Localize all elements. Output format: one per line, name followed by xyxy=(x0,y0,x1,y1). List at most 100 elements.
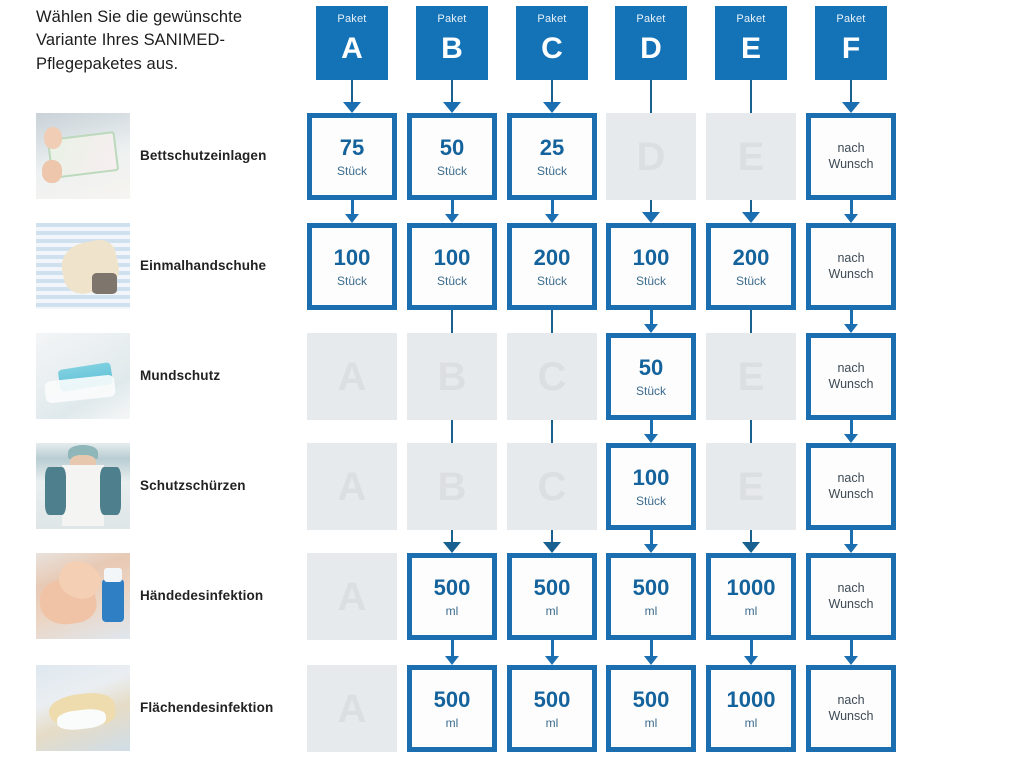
connector-stub-d-2 xyxy=(649,310,653,324)
arrow-a-1 xyxy=(345,214,359,223)
arrow-f-header xyxy=(842,102,860,113)
cell-unit: Stück xyxy=(635,273,666,288)
cell-e-row3-inactive: E xyxy=(706,333,796,420)
cell-wish-label: nach Wunsch xyxy=(828,692,874,723)
row-label-2: Einmalhandschuhe xyxy=(140,257,267,273)
cell-unit: Stück xyxy=(536,273,567,288)
arrow-d-4 xyxy=(644,544,658,553)
cell-wish-label: nach Wunsch xyxy=(828,360,874,391)
package-header-letter: A xyxy=(341,32,363,65)
arrow-e-5 xyxy=(744,656,758,665)
cell-quantity: 200 xyxy=(533,244,571,270)
connector-line-c-2 xyxy=(551,310,553,542)
arrow-b-1 xyxy=(445,214,459,223)
cell-a-row6-inactive: A xyxy=(307,665,397,752)
cell-unit: Stück xyxy=(336,273,367,288)
cell-quantity: 500 xyxy=(433,574,471,600)
package-header-word: Paket xyxy=(736,13,766,25)
cell-ghost-letter: E xyxy=(737,134,765,179)
cell-wish-label: nach Wunsch xyxy=(828,580,874,611)
cell-unit: ml xyxy=(445,715,459,730)
cell-unit: Stück xyxy=(735,273,766,288)
intro-instruction-text: Wählen Sie die gewünschte Variante Ihres… xyxy=(36,8,243,73)
connector-stub-b-1 xyxy=(450,200,454,214)
connector-stub-b-5 xyxy=(450,640,454,656)
cell-a-row4-inactive: A xyxy=(307,443,397,530)
cell-ghost-letter: D xyxy=(636,134,666,179)
arrow-c-header xyxy=(543,102,561,113)
cell-c-row4-inactive: C xyxy=(507,443,597,530)
arrow-e-2 xyxy=(742,542,760,553)
surface-disinfection-photo xyxy=(36,665,130,751)
cell-unit: Stück xyxy=(436,163,467,178)
connector-stub-f-2 xyxy=(849,310,853,324)
package-header-word: Paket xyxy=(836,13,866,25)
cell-ghost-letter: E xyxy=(737,354,765,399)
cell-quantity: 500 xyxy=(533,686,571,712)
cell-quantity: 50 xyxy=(439,134,465,160)
arrow-f-4 xyxy=(844,544,858,553)
cell-f-row6[interactable]: nach Wunsch xyxy=(806,665,896,752)
cell-f-row2[interactable]: nach Wunsch xyxy=(806,223,896,310)
cell-quantity: 1000 xyxy=(726,686,776,712)
arrow-d-2 xyxy=(644,324,658,333)
cell-f-row4[interactable]: nach Wunsch xyxy=(806,443,896,530)
protective-apron-photo-inner xyxy=(36,443,130,529)
cell-unit: ml xyxy=(445,603,459,618)
cell-unit: Stück xyxy=(635,493,666,508)
connector-stub-a-1 xyxy=(350,200,354,214)
bed-protection-pad-photo xyxy=(36,113,130,199)
cell-f-row1[interactable]: nach Wunsch xyxy=(806,113,896,200)
arrow-d-5 xyxy=(644,656,658,665)
arrow-b-header xyxy=(443,102,461,113)
package-header-word: Paket xyxy=(537,13,567,25)
cell-b-row5[interactable]: 500 ml xyxy=(407,553,497,640)
surface-disinfection-photo-inner xyxy=(36,665,130,751)
disposable-gloves-photo-inner xyxy=(36,223,130,309)
package-header-word: Paket xyxy=(337,13,367,25)
bed-protection-pad-photo-inner xyxy=(36,113,130,199)
cell-quantity: 1000 xyxy=(726,574,776,600)
disposable-gloves-photo xyxy=(36,223,130,309)
hand-disinfection-photo-inner xyxy=(36,553,130,639)
connector-stub-f-5 xyxy=(849,640,853,656)
arrow-c-5 xyxy=(545,656,559,665)
cell-quantity: 500 xyxy=(433,686,471,712)
package-header-letter: D xyxy=(640,32,662,65)
cell-f-row5[interactable]: nach Wunsch xyxy=(806,553,896,640)
package-header-letter: F xyxy=(841,32,861,65)
cell-unit: Stück xyxy=(536,163,567,178)
connector-line-f-header xyxy=(850,80,852,103)
arrow-f-1 xyxy=(844,214,858,223)
cell-quantity: 50 xyxy=(638,354,664,380)
cell-b-row4-inactive: B xyxy=(407,443,497,530)
cell-unit: ml xyxy=(644,715,658,730)
cell-f-row3[interactable]: nach Wunsch xyxy=(806,333,896,420)
cell-b-row6[interactable]: 500 ml xyxy=(407,665,497,752)
cell-quantity: 25 xyxy=(539,134,565,160)
cell-wish-label: nach Wunsch xyxy=(828,250,874,281)
arrow-b-5 xyxy=(445,656,459,665)
